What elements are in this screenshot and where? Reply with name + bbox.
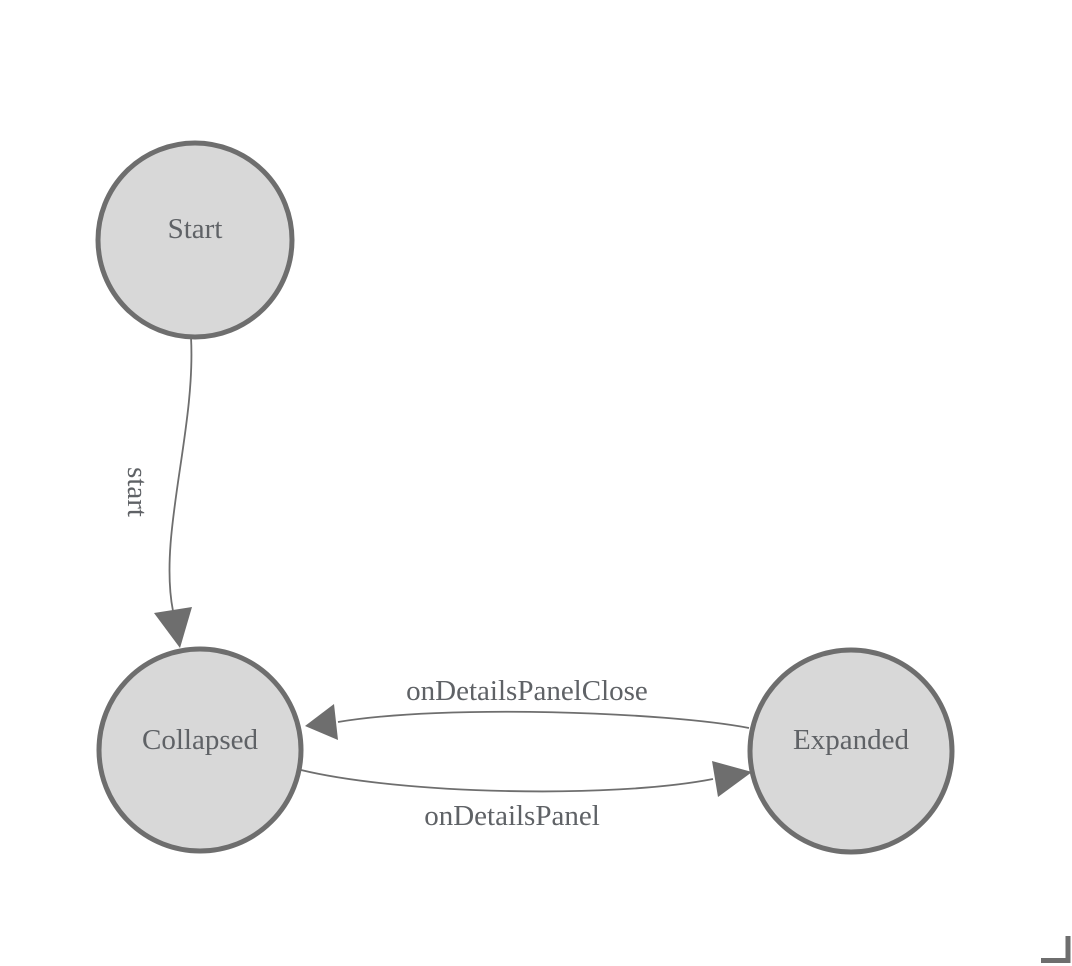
edge-expanded-to-collapsed: onDetailsPanelClose [305, 675, 750, 740]
edge-line-start [168, 336, 193, 612]
state-circle-expanded[interactable] [747, 647, 955, 855]
state-node-collapsed[interactable]: Collapsed [96, 646, 304, 854]
state-node-start[interactable]: Start [95, 140, 295, 340]
edge-label-ondetailspanelclose[interactable]: onDetailsPanelClose [406, 675, 648, 707]
state-label-collapsed: Collapsed [142, 724, 258, 756]
state-label-expanded: Expanded [793, 724, 909, 756]
edge-collapsed-to-expanded: onDetailsPanel [300, 761, 752, 832]
canvas-corner-marker [1041, 936, 1071, 963]
arrowhead-into-expanded-left [712, 761, 752, 797]
edge-start-to-collapsed: start [121, 336, 193, 648]
edge-label-start[interactable]: start [121, 467, 153, 517]
arrowhead-into-collapsed-right [305, 704, 338, 740]
edge-line-ondetailspanelclose [337, 710, 750, 729]
state-label-start: Start [168, 213, 223, 245]
arrowhead-into-collapsed-top [154, 607, 192, 648]
edge-label-ondetailspanel[interactable]: onDetailsPanel [424, 800, 600, 832]
edge-line-ondetailspanel [300, 769, 714, 793]
state-circle-collapsed[interactable] [96, 646, 304, 854]
state-circle-start[interactable] [95, 140, 295, 340]
state-node-expanded[interactable]: Expanded [747, 647, 955, 855]
